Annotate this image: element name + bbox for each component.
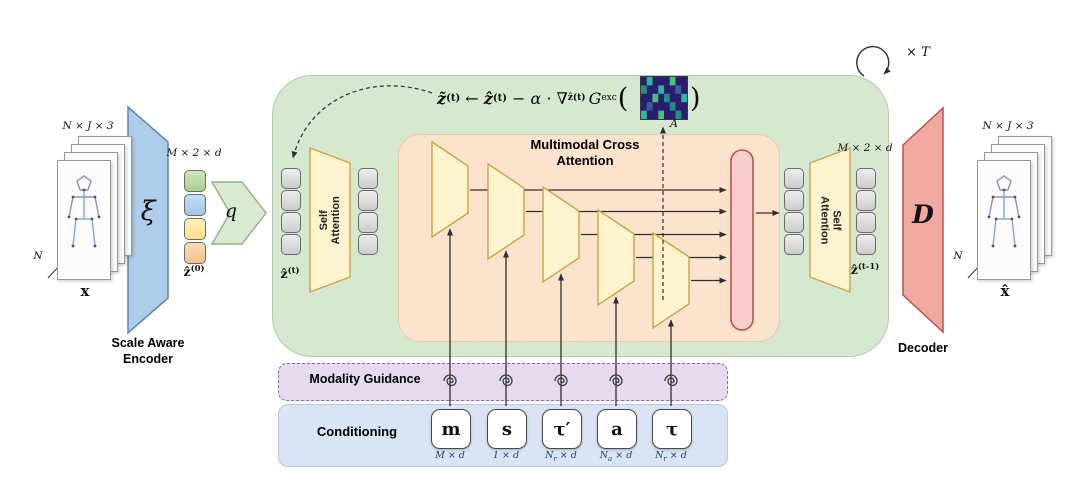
condition-box-a: a (597, 409, 637, 449)
loop-arrow (856, 45, 891, 77)
input-frame-count-label: N (33, 250, 43, 262)
latent-token (184, 170, 206, 192)
latent-token (856, 190, 876, 211)
encoder-label: Scale Aware Encoder (111, 336, 185, 366)
attention-map-heatmap (640, 76, 688, 120)
condition-box-tau: τ (652, 409, 692, 449)
loop-count-label: × T (906, 45, 930, 60)
latent-token (358, 212, 378, 233)
output-frame-count-label: N (953, 250, 963, 262)
condition-dim-label: 1 × d (492, 450, 520, 461)
input-symbol: x (80, 282, 90, 300)
decoder-symbol: D (912, 200, 934, 229)
condition-symbol: τ (665, 418, 679, 440)
guidance-spiral-icon (664, 374, 678, 387)
latent-token (184, 194, 206, 216)
guidance-spiral-icon (499, 374, 513, 387)
q-symbol: q (224, 200, 238, 222)
latent-token (856, 168, 876, 189)
latent-token (281, 190, 301, 211)
pose-skeleton (67, 175, 101, 248)
latent-token (358, 234, 378, 255)
latent-token (281, 212, 301, 233)
latent-token (281, 234, 301, 255)
output-symbol: x̂ (1000, 282, 1010, 300)
condition-dim-label: Na × d (599, 450, 633, 463)
z0-label: ẑ(0) (183, 264, 205, 280)
latent-token (856, 234, 876, 255)
guidance-spiral-icon (554, 374, 568, 387)
latent-token (784, 212, 804, 233)
latent-token (184, 242, 206, 264)
latent-token (784, 234, 804, 255)
output-dims-label: N × J × 3 (982, 120, 1034, 132)
condition-symbol: a (611, 418, 623, 440)
latent-token (784, 190, 804, 211)
condition-box-m: m (431, 409, 471, 449)
conditioning-label: Conditioning (316, 424, 398, 439)
formula-close-paren: ) (690, 82, 701, 114)
decoder-label: Decoder (897, 341, 949, 355)
modality-guidance-label: Modality Guidance (309, 372, 421, 386)
frame-card (977, 160, 1031, 280)
input-dims-label: N × J × 3 (62, 120, 114, 132)
output-latent-dims-label: M × 2 × d (837, 142, 893, 154)
encoder-symbol: ξ (140, 196, 156, 227)
guidance-spiral-icon (609, 374, 623, 387)
guidance-spiral-icon (443, 374, 457, 387)
latent-dims-label: M × 2 × d (166, 147, 222, 159)
frame-card (57, 160, 111, 280)
zprev-label: ẑ(t-1) (850, 262, 880, 278)
condition-dim-label: M × d (435, 450, 465, 461)
pose-skeleton (987, 175, 1021, 248)
latent-token (784, 168, 804, 189)
self-attention-left-label: Self Attention (317, 195, 343, 245)
latent-token (358, 168, 378, 189)
condition-box-s: s (487, 409, 527, 449)
zt-label: ẑ(t) (280, 266, 300, 282)
condition-symbol: m (441, 418, 461, 440)
attention-map-label: A (670, 117, 678, 130)
condition-symbol: τ′ (553, 418, 571, 440)
condition-box-tau-prime: τ′ (542, 409, 582, 449)
condition-dim-label: Nr × d (545, 450, 577, 463)
condition-dim-label: Nr × d (655, 450, 687, 463)
cross-attention-title: Multimodal Cross Attention (530, 137, 640, 169)
latent-token (358, 190, 378, 211)
condition-symbol: s (501, 418, 513, 440)
latent-token (281, 168, 301, 189)
latent-token (856, 212, 876, 233)
latent-token (184, 218, 206, 240)
